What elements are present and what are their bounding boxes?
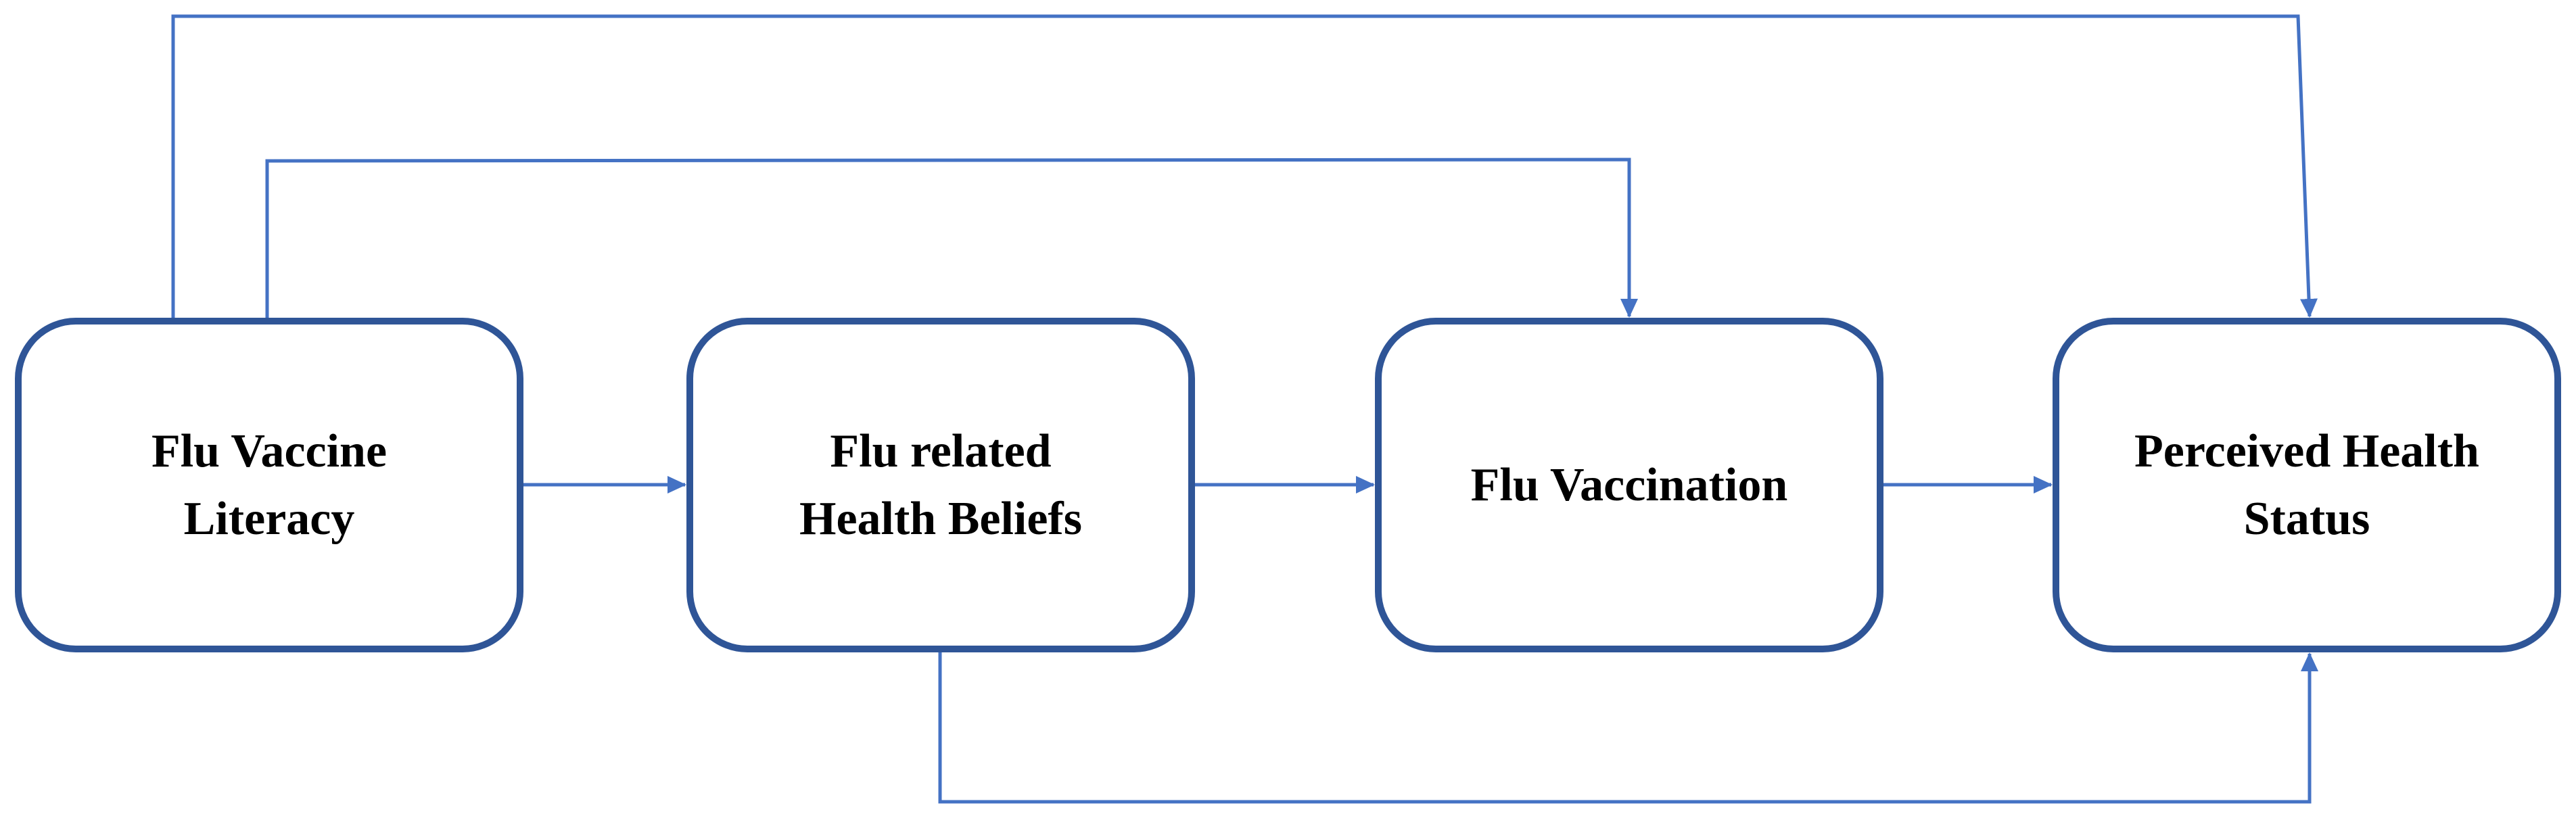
node-flu-vaccine-literacy: Flu Vaccine Literacy (15, 318, 523, 652)
node-flu-related-health-beliefs: Flu related Health Beliefs (686, 318, 1195, 652)
node-flu-vaccination: Flu Vaccination (1375, 318, 1883, 652)
edge-literacy-to-vaccination (265, 158, 1638, 318)
edge-literacy-to-health-status (171, 14, 2318, 318)
node-label: Flu Vaccination (1470, 458, 1788, 511)
node-perceived-health-status: Perceived Health Status (2053, 318, 2561, 652)
edge-beliefs-to-health-status (938, 652, 2318, 804)
node-label: Perceived Health Status (2134, 425, 2479, 545)
node-label: Flu related Health Beliefs (799, 425, 1082, 545)
node-label: Flu Vaccine Literacy (151, 425, 388, 545)
